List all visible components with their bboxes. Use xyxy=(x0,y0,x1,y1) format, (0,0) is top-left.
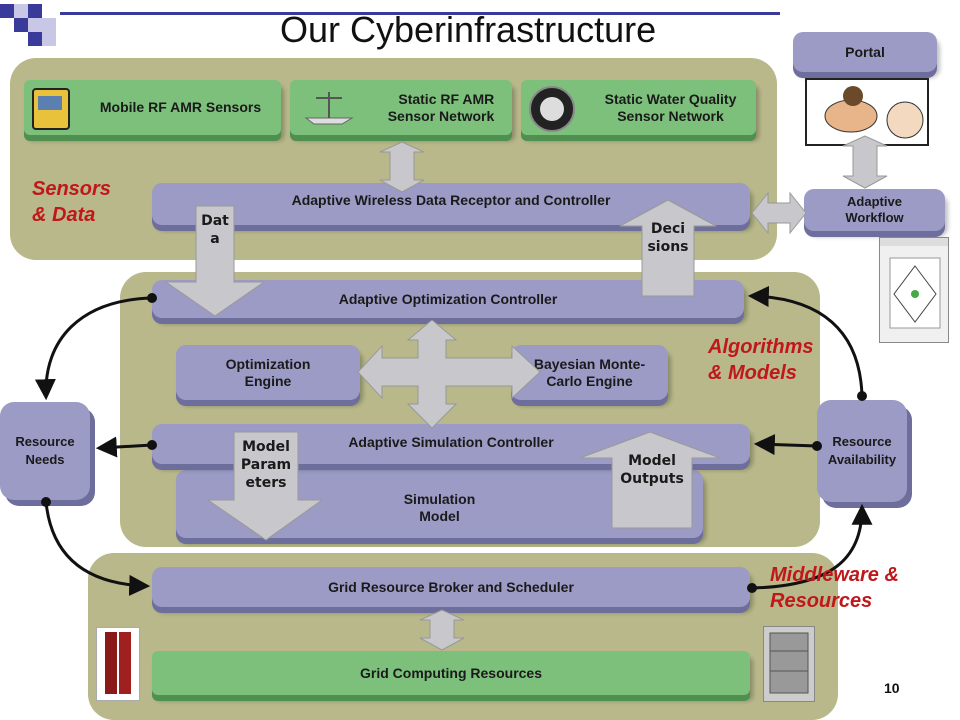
optimization-controller-label: Adaptive Optimization Controller xyxy=(338,290,558,307)
server-rack-image xyxy=(96,627,140,701)
grid-computing-box: Grid Computing Resources xyxy=(152,651,750,695)
connector-dot xyxy=(147,440,157,450)
optimization-engine-label: Optimization Engine xyxy=(225,355,311,389)
model-outputs-arrow-label: Model Outputs xyxy=(620,453,684,487)
decisions-arrow xyxy=(619,199,717,297)
deco-square xyxy=(42,32,56,46)
mobile-rf-sensors-box: Mobile RF AMR Sensors xyxy=(24,80,281,135)
adaptive-workflow-box: Adaptive Workflow xyxy=(804,189,945,231)
connector-dot xyxy=(812,441,822,451)
data-arrow xyxy=(164,205,266,317)
sim-to-needs-line xyxy=(95,436,153,458)
decisions-arrow-label: Deci sions xyxy=(647,221,689,255)
portal-image xyxy=(805,78,929,146)
cluster-image xyxy=(763,626,815,702)
algorithms-section-label: Algorithms & Models xyxy=(708,336,814,384)
sensor-link-arrow xyxy=(379,141,425,193)
opt-to-needs-curve xyxy=(34,296,153,401)
middleware-section-label: Middleware & Resources xyxy=(770,564,899,612)
deco-square xyxy=(14,18,28,32)
grid-link-arrow xyxy=(419,609,465,651)
workflow-screenshot xyxy=(879,237,949,343)
grid-broker-label: Grid Resource Broker and Scheduler xyxy=(328,578,574,595)
connector-dot xyxy=(857,391,867,401)
antenna-icon xyxy=(302,88,356,126)
title-rule xyxy=(60,12,780,15)
deco-square xyxy=(28,32,42,46)
deco-square xyxy=(42,18,56,32)
grid-computing-label: Grid Computing Resources xyxy=(359,664,543,681)
data-arrow-label: Dat a xyxy=(201,213,229,247)
resource-needs-box: Resource Needs xyxy=(0,402,90,500)
static-rf-network-box: Static RF AMR Sensor Network xyxy=(290,80,512,135)
connector-dot xyxy=(747,583,757,593)
portal-label: Portal xyxy=(845,43,885,60)
resource-needs-label: Resource Needs xyxy=(15,434,75,467)
page-number: 10 xyxy=(884,680,900,696)
simulation-controller-label: Adaptive Simulation Controller xyxy=(348,433,554,450)
workflow-link-arrow xyxy=(751,191,807,235)
portal-box: Portal xyxy=(793,32,937,72)
availability-to-opt-curve xyxy=(747,286,864,397)
sensor-device-icon xyxy=(32,88,70,130)
portal-link-arrow xyxy=(842,135,888,189)
broker-to-availability-curve xyxy=(751,503,873,590)
deco-square xyxy=(28,18,42,32)
connector-dot xyxy=(41,497,51,507)
connector-dot xyxy=(147,293,157,303)
mobile-rf-sensors-label: Mobile RF AMR Sensors xyxy=(99,99,262,115)
model-parameters-arrow xyxy=(206,431,324,541)
grid-broker-box: Grid Resource Broker and Scheduler xyxy=(152,567,750,607)
availability-to-sim-line xyxy=(753,434,818,456)
deco-square xyxy=(0,4,14,18)
adaptive-workflow-label: Adaptive Workflow xyxy=(845,194,904,225)
model-parameters-arrow-label: Model Param eters xyxy=(240,439,292,491)
static-water-network-label: Static Water Quality Sensor Network xyxy=(604,90,737,124)
wireless-controller-label: Adaptive Wireless Data Receptor and Cont… xyxy=(291,191,611,208)
deco-square xyxy=(14,4,28,18)
static-rf-network-label: Static RF AMR Sensor Network xyxy=(387,90,495,124)
deco-square xyxy=(28,4,42,18)
sensors-section-label: Sensors & Data xyxy=(32,178,111,226)
optimization-engine-box: Optimization Engine xyxy=(176,345,360,400)
resource-availability-label: Resource Availability xyxy=(827,434,897,467)
model-outputs-arrow xyxy=(579,431,721,529)
simulation-model-label: Simulation Model xyxy=(403,491,476,524)
needs-to-broker-curve xyxy=(44,501,151,596)
four-way-arrow xyxy=(357,319,541,429)
water-sensor-icon xyxy=(529,86,575,132)
bayesian-engine-label: Bayesian Monte- Carlo Engine xyxy=(533,355,646,389)
resource-availability-box: Resource Availability xyxy=(817,400,907,502)
slide-title: Our Cyberinfrastructure xyxy=(280,9,657,50)
static-water-network-box: Static Water Quality Sensor Network xyxy=(521,80,756,135)
